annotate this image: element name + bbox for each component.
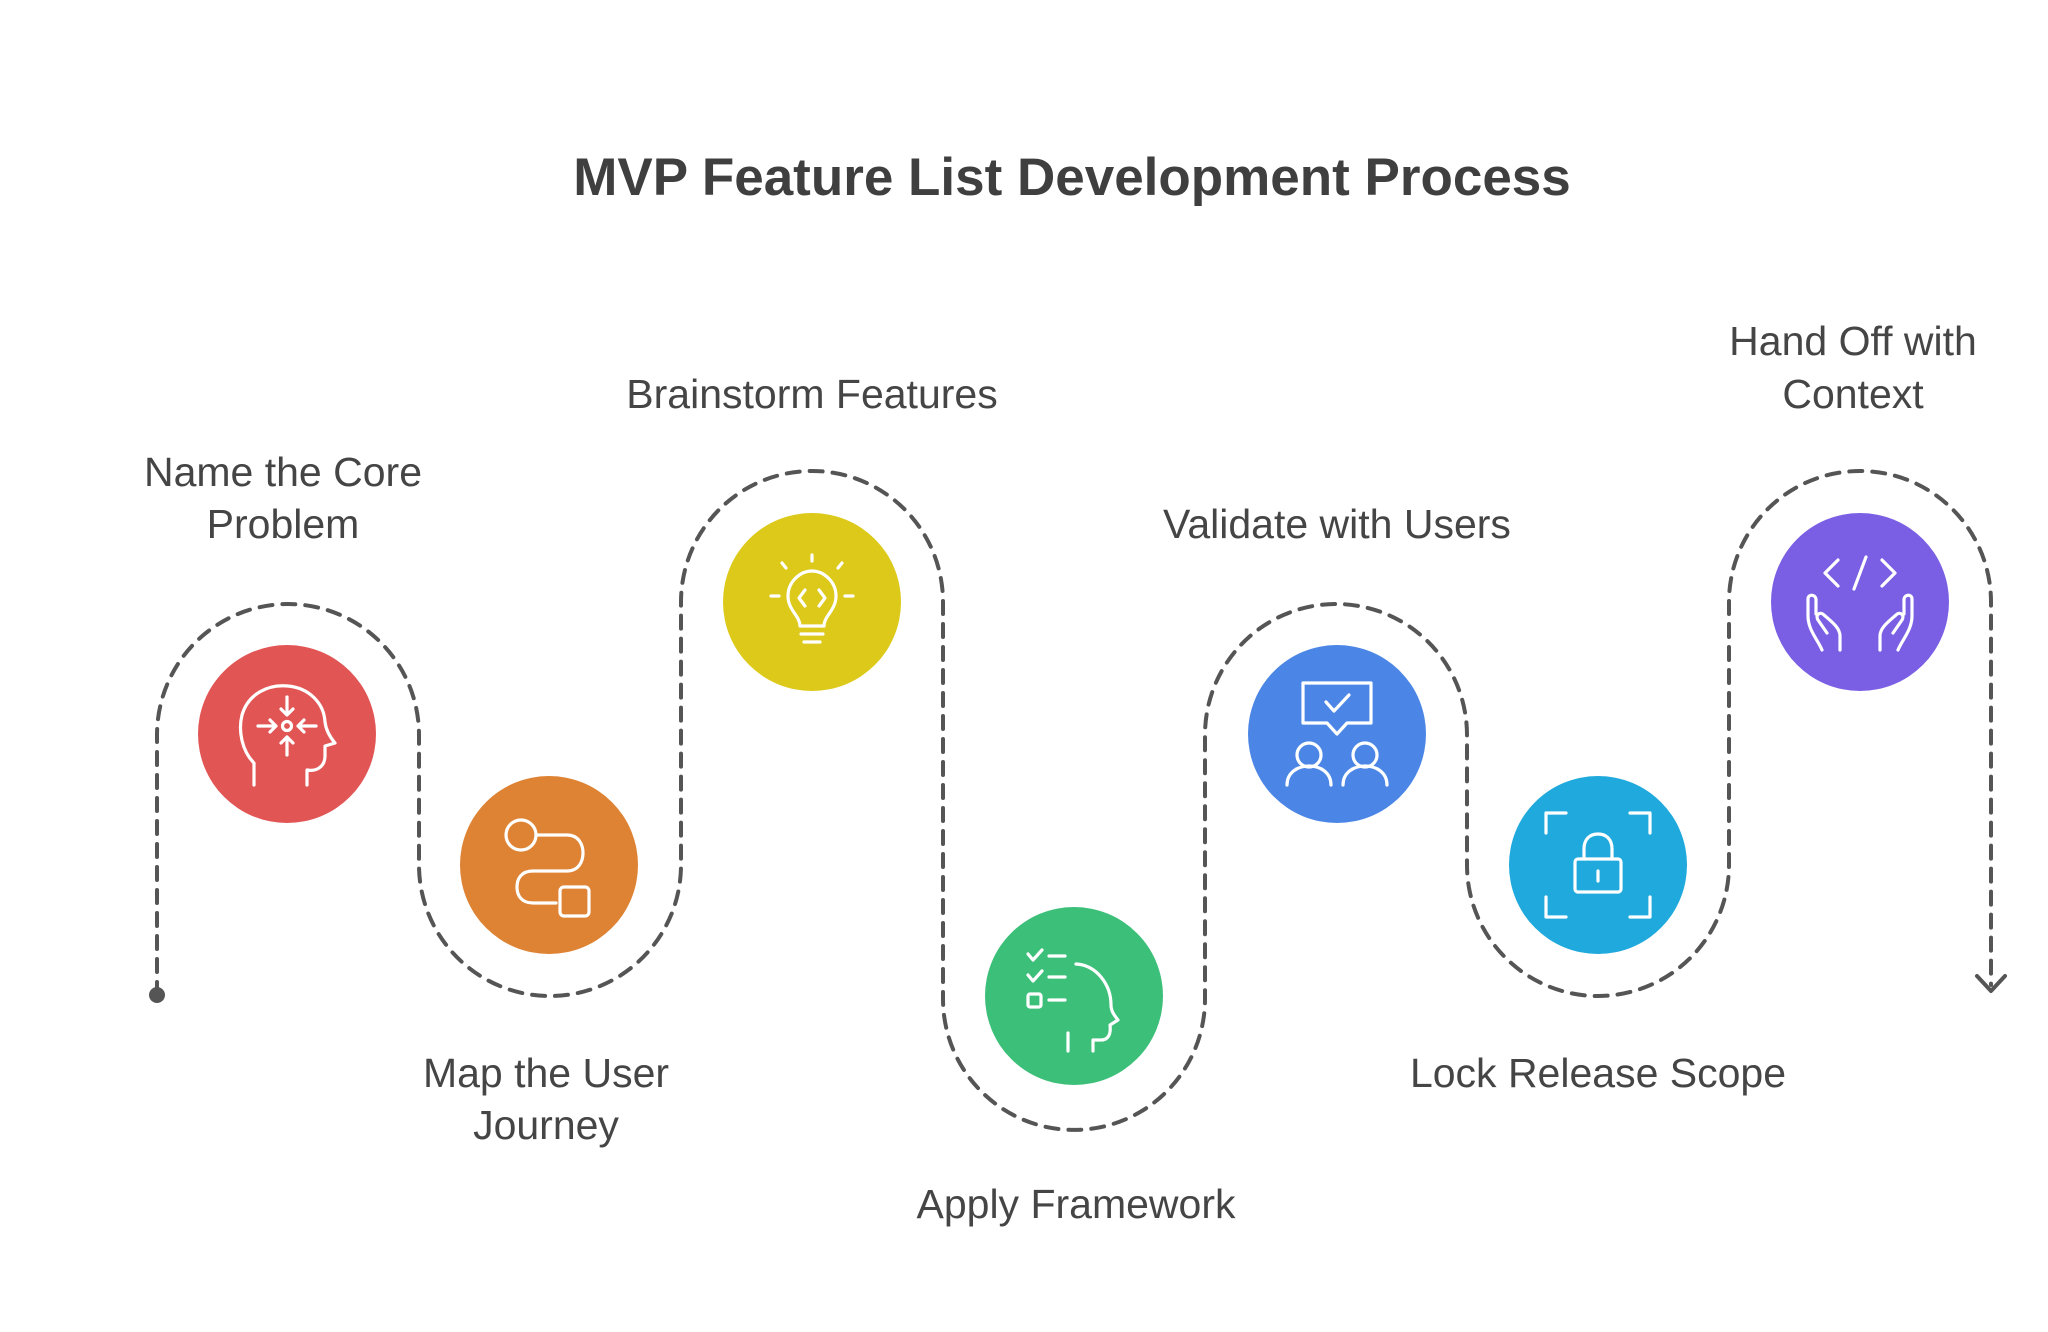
step-label: Validate with Users	[1163, 501, 1511, 547]
step-label-line-1: Map the User	[423, 1050, 669, 1096]
path-start-dot	[149, 987, 165, 1003]
process-path	[155, 469, 1993, 1132]
step-label-line-1: Hand Off with	[1729, 318, 1977, 364]
journey-flow-icon	[504, 818, 591, 918]
step-label-line-1: Name the Core	[144, 449, 422, 495]
step-circle	[198, 645, 376, 823]
step-circle	[1771, 513, 1949, 691]
step-validate-with-users: Validate with Users	[1163, 501, 1511, 823]
step-label: Brainstorm Features	[626, 371, 997, 417]
step-apply-framework: Apply Framework	[917, 907, 1236, 1227]
step-label-line-2: Problem	[207, 501, 360, 547]
step-brainstorm-features: Brainstorm Features	[626, 371, 998, 691]
step-circle	[460, 776, 638, 954]
step-label: Lock Release Scope	[1410, 1050, 1786, 1096]
lightbulb-code-icon	[769, 553, 855, 644]
step-label-line-2: Context	[1782, 371, 1924, 417]
users-feedback-icon	[1285, 681, 1389, 787]
checklist-head-icon	[1026, 948, 1120, 1053]
step-circle	[985, 907, 1163, 1085]
diagram-title: MVP Feature List Development Process	[573, 148, 1571, 207]
step-lock-release-scope: Lock Release Scope	[1410, 776, 1786, 1096]
step-label-line-2: Journey	[473, 1102, 619, 1148]
path-end-arrow	[1975, 974, 2007, 993]
step-circle	[1509, 776, 1687, 954]
step-label: Apply Framework	[917, 1181, 1236, 1227]
head-focus-icon	[238, 684, 337, 787]
step-name-core-problem: Name the Core Problem	[144, 449, 422, 823]
scope-lock-icon	[1544, 811, 1652, 919]
step-circle	[723, 513, 901, 691]
step-hand-off-with-context: Hand Off with Context	[1729, 318, 1977, 691]
step-map-user-journey: Map the User Journey	[423, 776, 669, 1148]
code-hands-icon	[1806, 555, 1914, 652]
